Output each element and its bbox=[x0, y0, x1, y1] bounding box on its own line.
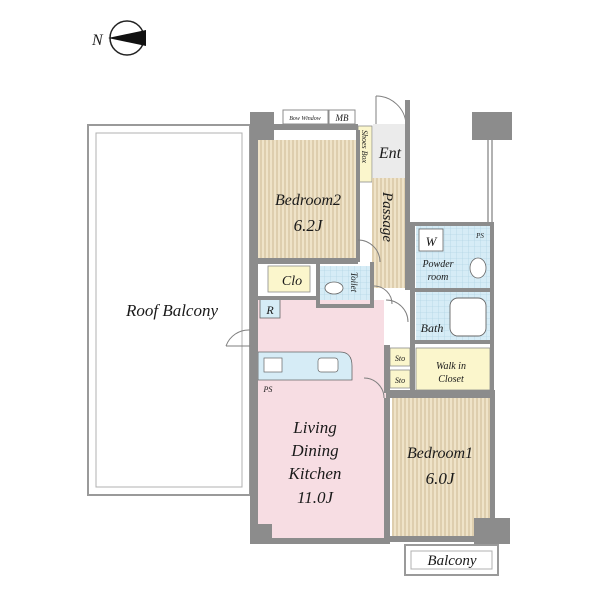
bathtub-icon bbox=[449, 297, 487, 337]
ldk-label-3: Kitchen bbox=[288, 464, 342, 483]
closet: Clo bbox=[267, 265, 311, 293]
bedroom2-door-icon bbox=[357, 239, 381, 263]
walk-in-closet: Walk in Closet bbox=[415, 347, 491, 391]
entrance: Ent bbox=[373, 95, 407, 178]
toilet-door-icon bbox=[373, 285, 393, 305]
powder-room: W PS Powder room bbox=[416, 226, 490, 288]
door-swings bbox=[225, 239, 409, 399]
roof-balcony-door-icon bbox=[225, 329, 251, 347]
ldk-size: 11.0J bbox=[297, 488, 334, 507]
bedroom-2: Bedroom2 6.2J bbox=[258, 140, 358, 262]
walls bbox=[250, 100, 510, 544]
powder-room-label-1: Powder bbox=[421, 259, 453, 270]
washer-icon bbox=[418, 228, 444, 252]
bedroom1-door-icon bbox=[363, 377, 385, 399]
roof-balcony-label: Roof Balcony bbox=[125, 301, 219, 320]
ldk-label-1: Living bbox=[292, 418, 336, 437]
meter-box: MB bbox=[328, 109, 356, 125]
ps-top-label: PS bbox=[475, 232, 484, 240]
bedroom1-name: Bedroom1 bbox=[407, 445, 473, 462]
walk-in-label-2: Closet bbox=[438, 374, 464, 385]
closet-label: Clo bbox=[282, 274, 302, 289]
entrance-label: Ent bbox=[378, 145, 402, 162]
sto2-label: Sto bbox=[395, 376, 405, 385]
toilet-label: Toilet bbox=[349, 272, 359, 293]
washer-label: W bbox=[426, 234, 438, 249]
shoes-box-label: Shoes Box bbox=[360, 130, 369, 164]
compass: N bbox=[91, 20, 146, 56]
bow-window-label: Bow Window bbox=[289, 116, 321, 122]
mb-label: MB bbox=[335, 113, 349, 123]
ps-kitchen-label: PS bbox=[263, 385, 273, 394]
bedroom2-size: 6.2J bbox=[294, 216, 324, 235]
kitchen-sink-icon bbox=[317, 357, 339, 373]
storage-units: Sto Sto bbox=[389, 347, 411, 389]
bath-label: Bath bbox=[421, 321, 444, 335]
sto1-label: Sto bbox=[395, 354, 405, 363]
bow-window: Bow Window bbox=[282, 109, 329, 125]
bedroom1-size: 6.0J bbox=[426, 469, 456, 488]
sink-icon bbox=[469, 257, 487, 279]
roof-balcony: Roof Balcony bbox=[87, 124, 251, 496]
toilet-icon bbox=[324, 281, 344, 295]
ldk-label-2: Dining bbox=[290, 441, 338, 460]
compass-north-label: N bbox=[91, 32, 104, 49]
powder-room-label-2: room bbox=[428, 272, 449, 283]
bedroom-1: Bedroom1 6.0J bbox=[392, 398, 490, 536]
balcony: Balcony bbox=[404, 544, 499, 576]
bedroom2-name: Bedroom2 bbox=[275, 192, 341, 209]
toilet: Toilet bbox=[320, 266, 372, 304]
shoes-box: Shoes Box bbox=[357, 125, 373, 183]
passage: Passage bbox=[372, 178, 408, 288]
passage-label: Passage bbox=[379, 191, 395, 242]
entrance-door-icon bbox=[375, 95, 407, 125]
balcony-label: Balcony bbox=[427, 553, 476, 569]
refrigerator-label: R bbox=[265, 303, 274, 317]
walk-in-label-1: Walk in bbox=[436, 361, 466, 372]
structural-column bbox=[472, 112, 512, 225]
ldk-door-icon bbox=[385, 299, 409, 323]
bath: Bath bbox=[416, 292, 490, 340]
stove-icon bbox=[263, 357, 283, 373]
ldk: R PS Living Dining Kitchen 11.0J bbox=[257, 297, 390, 538]
